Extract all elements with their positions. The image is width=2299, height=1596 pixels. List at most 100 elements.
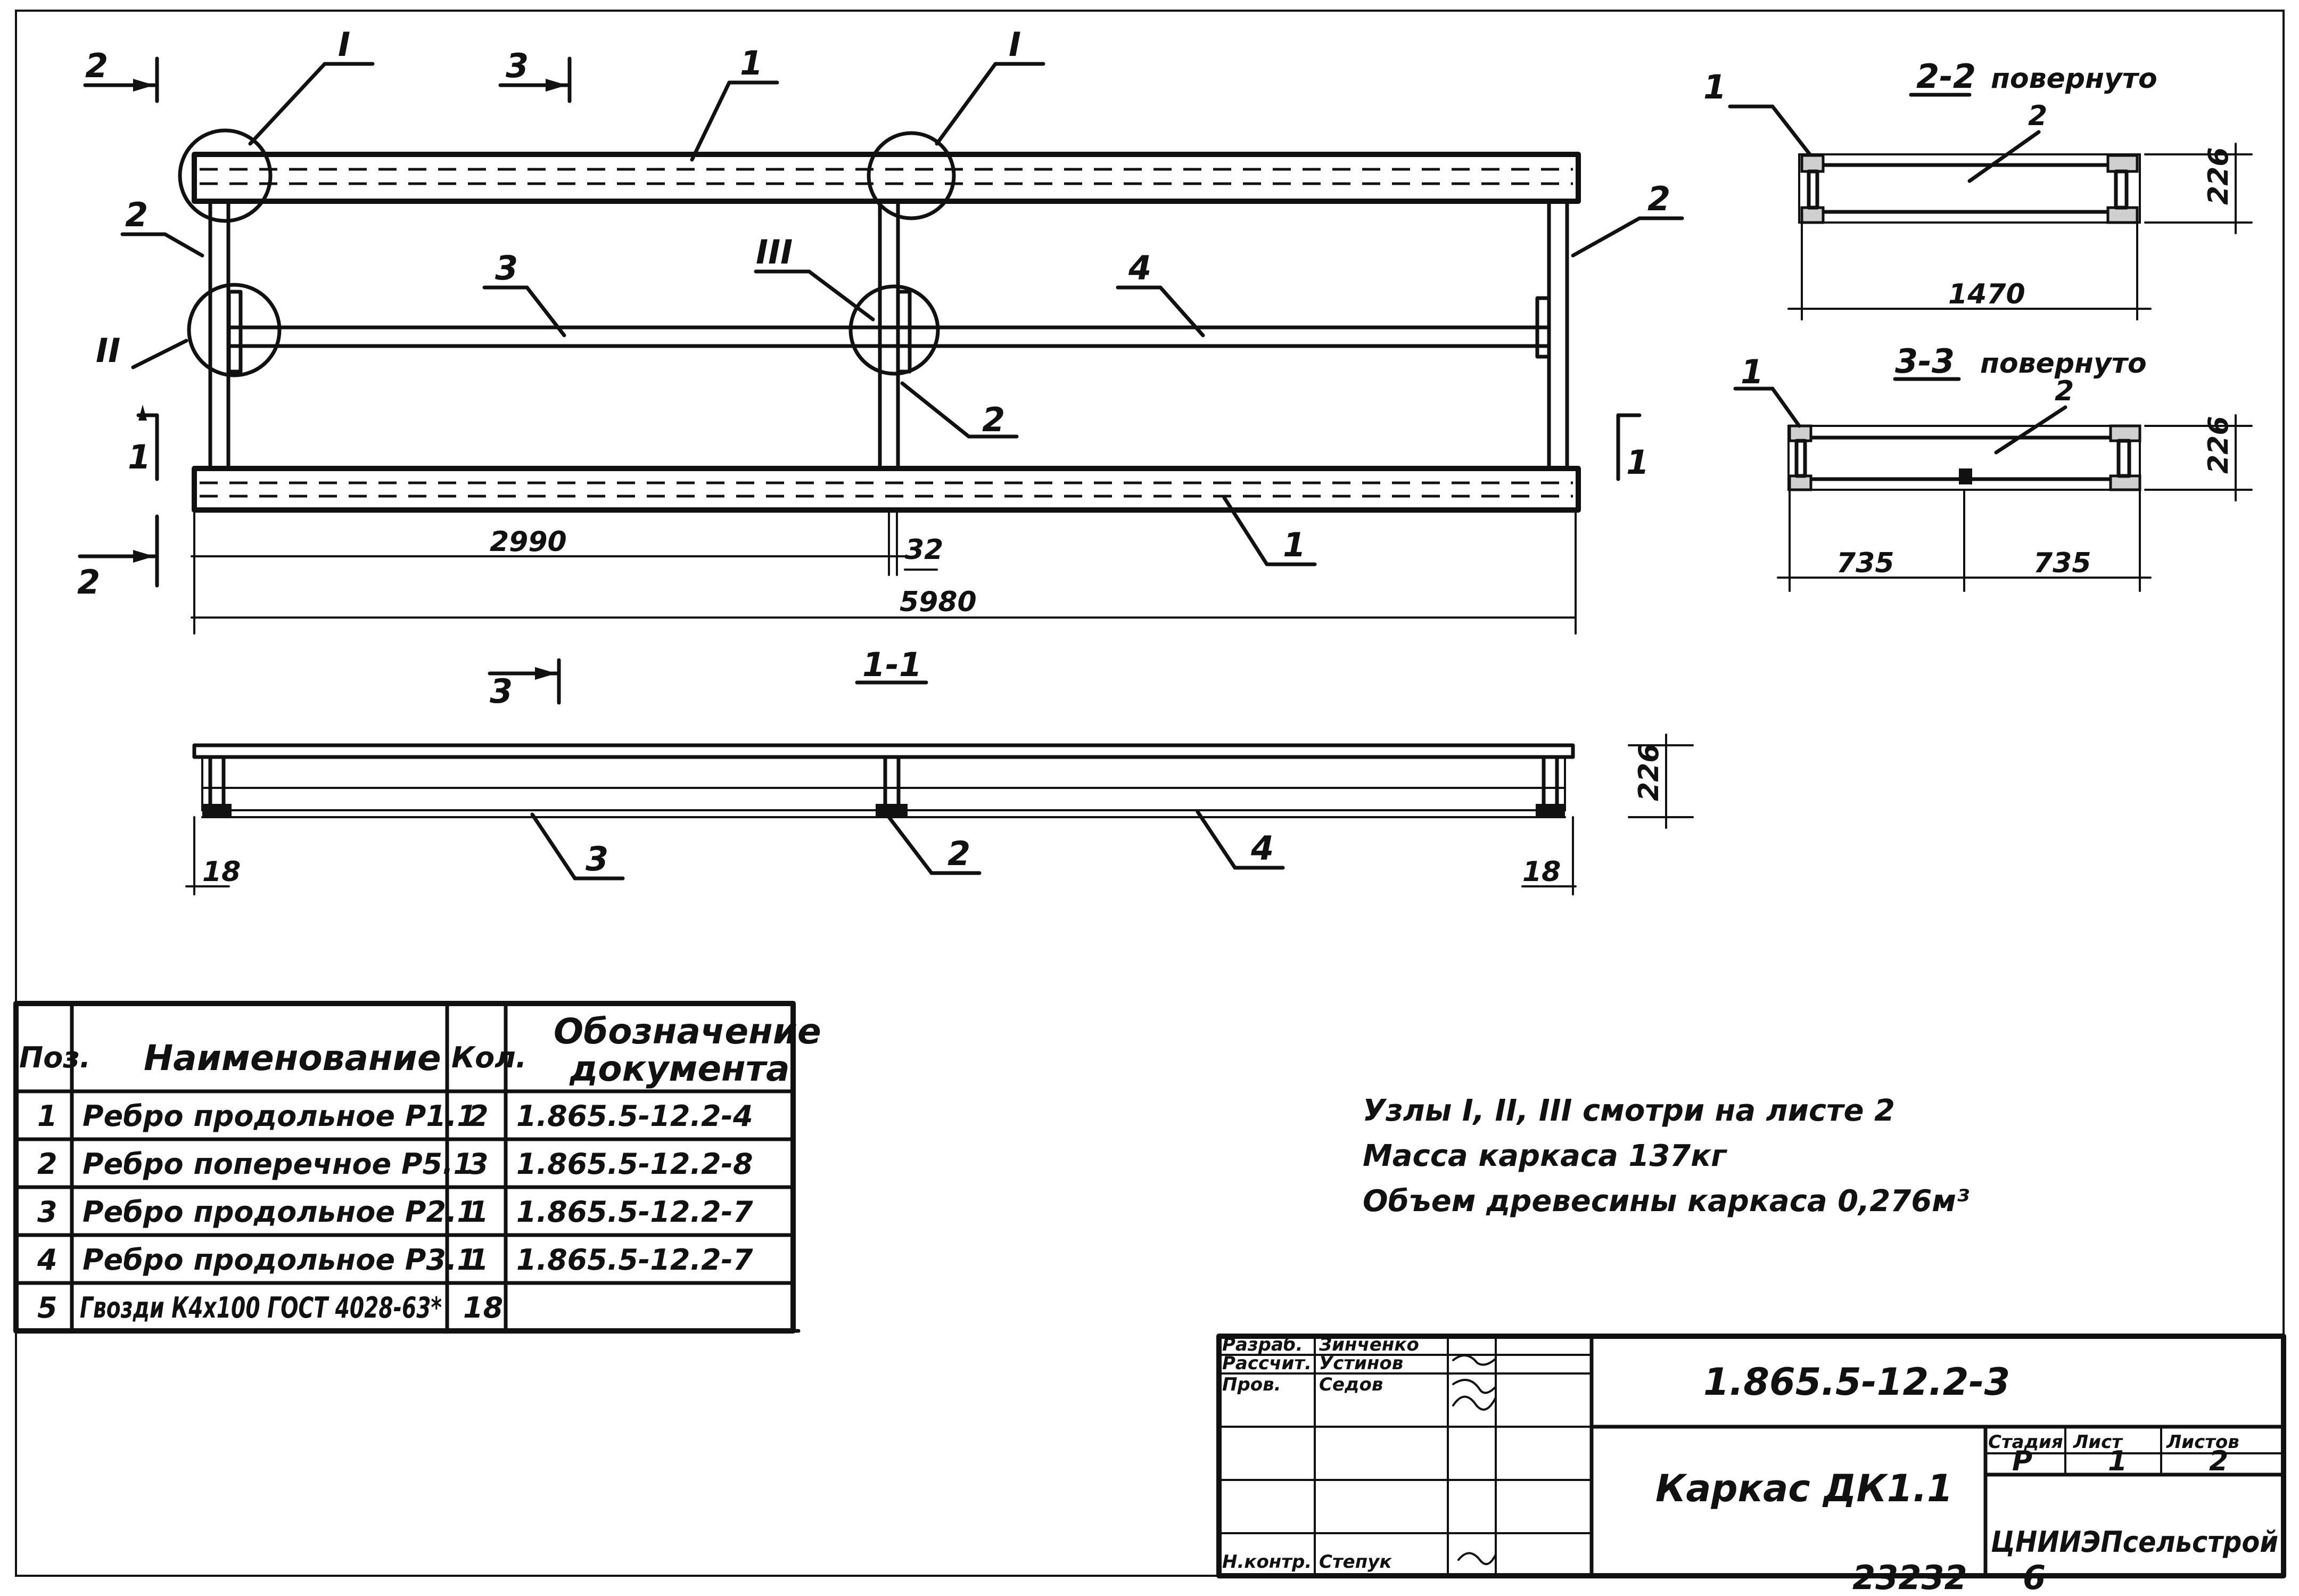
cut-2-top-arrowhead <box>133 79 154 92</box>
tb-org: ЦНИИЭПсельстрой <box>1991 1525 2278 1559</box>
sec11-dim-18-left-label: 18 <box>202 856 241 888</box>
signature-3 <box>1452 1354 1497 1366</box>
rib-bottom-p1 <box>192 466 1581 513</box>
leader-pos2-middle <box>900 381 971 439</box>
cut-mark-2-top: 2 <box>85 46 108 85</box>
sec22-outline <box>1798 153 2141 224</box>
spec-row1-qty: 2 <box>468 1099 489 1133</box>
node-mark-i-left: I <box>338 25 350 64</box>
leader-pos1-top <box>690 80 731 162</box>
spec-row4-pos: 4 <box>37 1243 57 1277</box>
section-1-1 <box>185 680 1694 895</box>
sec11-top-board <box>192 743 1575 759</box>
leader-pos3 <box>525 285 566 338</box>
signature-4 <box>1457 1552 1497 1565</box>
tb-stage-value: Р <box>2012 1445 2032 1477</box>
spec-row4-qty: 1 <box>468 1243 489 1277</box>
sec33-leader-pos2 <box>1994 405 2067 455</box>
spec-row2-qty: 3 <box>468 1147 489 1181</box>
cut-mark-3-top: 3 <box>506 46 529 85</box>
sec11-right-post <box>1542 755 1559 812</box>
spec-row3-name: Ребро продольное Р2.1 <box>83 1195 477 1229</box>
leader-pos2-left <box>163 232 204 258</box>
rib-middle-right-block <box>1535 296 1551 359</box>
spec-row3-doc: 1.865.5-12.2-7 <box>516 1195 753 1229</box>
spec-row4-name: Ребро продольное Р3.1 <box>83 1243 477 1277</box>
tb-doc-code: 1.865.5-12.2-3 <box>1703 1360 2010 1404</box>
spec-row4-doc: 1.865.5-12.2-7 <box>516 1243 753 1277</box>
sec22-leader-pos2 <box>1967 130 2041 183</box>
spec-table-grid <box>13 1001 796 1334</box>
sec11-pos-2: 2 <box>947 834 970 873</box>
note-volume: Объем древесины каркаса 0,276м³ <box>1363 1184 1970 1219</box>
leader-pos4 <box>1158 285 1205 338</box>
spec-row2-doc: 1.865.5-12.2-8 <box>516 1147 753 1181</box>
leader-pos2-right <box>1571 216 1642 258</box>
pos-label-1-top: 1 <box>740 44 763 83</box>
leader-pos1-bottom <box>1222 496 1269 566</box>
sec22-dim-1470: 1470 <box>1948 278 2025 310</box>
sec11-dim-18-right-label: 18 <box>1522 856 1561 888</box>
rib-transverse-middle <box>878 199 900 471</box>
archive-number: 23232 <box>1852 1558 1967 1596</box>
spec-row2-name: Ребро поперечное Р5.1 <box>83 1147 473 1181</box>
cut-3-top-arrowhead <box>546 79 567 92</box>
spec-row5-qty: 18 <box>463 1291 503 1324</box>
leader-node-i-left <box>248 62 327 146</box>
spec-header-pos: Поз. <box>19 1041 90 1074</box>
cut-mark-1-right: 1 <box>1626 443 1649 482</box>
sec22-corner-tl <box>1800 154 1825 173</box>
section-2-2-suffix: повернуто <box>1991 63 2157 95</box>
tb-sheets-label: Листов <box>2166 1432 2239 1453</box>
title-block-grid <box>1216 1334 2286 1578</box>
sec11-mid-foot <box>876 804 908 817</box>
tb-role-3: Пров. <box>1222 1374 1281 1395</box>
sec33-mid-block <box>1959 468 1972 484</box>
cut-mark-2-bottom: 2 <box>77 563 100 602</box>
sec22-left-post <box>1807 169 1819 210</box>
sec11-leader-pos4 <box>1196 810 1237 870</box>
tb-role-2: Рассчит. <box>1222 1353 1312 1374</box>
spec-row3-qty: 1 <box>468 1195 489 1229</box>
tb-role-6: Н.контр. <box>1222 1551 1312 1573</box>
spec-table-frame <box>13 1001 796 1334</box>
cut-mark-1-left: 1 <box>128 438 151 476</box>
leader-node-i-middle <box>935 62 998 146</box>
pos-label-3: 3 <box>495 249 518 287</box>
sec11-leader-pos2 <box>887 815 934 875</box>
node-mark-i-middle: I <box>1009 25 1021 64</box>
tb-sheets-value: 2 <box>2209 1445 2228 1477</box>
signature-1 <box>1452 1395 1497 1411</box>
sec22-pos-2: 2 <box>2028 100 2047 132</box>
tb-sheet-label: Лист <box>2073 1432 2123 1453</box>
plan-view <box>78 56 1684 705</box>
sec33-corner-tr <box>2109 424 2141 442</box>
rib-middle-left-block <box>227 290 243 374</box>
spec-header-doc-2: документа <box>569 1048 790 1089</box>
tb-sheet-value: 1 <box>2108 1445 2127 1477</box>
sec33-dim-735-right: 735 <box>2033 547 2091 579</box>
spec-row5-pos: 5 <box>37 1291 57 1324</box>
sec33-corner-br <box>2109 474 2141 491</box>
section-3-3 <box>1733 377 2253 592</box>
rib-top-p1 <box>192 152 1581 204</box>
note-nodes: Узлы I, II, III смотри на листе 2 <box>1363 1093 1895 1128</box>
spec-row3-pos: 3 <box>37 1195 57 1229</box>
sec22-dim-226: 226 <box>2203 147 2235 205</box>
sec33-corner-tl <box>1788 424 1812 442</box>
sec11-dim-226: 226 <box>1633 743 1665 801</box>
sec22-corner-br <box>2106 206 2139 224</box>
node-circle-i-left <box>178 128 273 223</box>
title-block-frame <box>1216 1334 2286 1578</box>
node-circle-i-middle <box>867 131 956 220</box>
cut-3-bottom-arrowhead <box>535 667 556 680</box>
sec33-corner-bl <box>1788 474 1812 491</box>
signature-2 <box>1452 1379 1497 1394</box>
tb-name-3: Седов <box>1319 1374 1383 1395</box>
spec-header-qty: Кол. <box>451 1041 526 1074</box>
sec11-right-foot <box>1536 804 1565 817</box>
sec33-pos-1: 1 <box>1741 352 1764 391</box>
spec-row1-pos: 1 <box>37 1099 57 1133</box>
sec22-pos-1: 1 <box>1703 68 1726 106</box>
